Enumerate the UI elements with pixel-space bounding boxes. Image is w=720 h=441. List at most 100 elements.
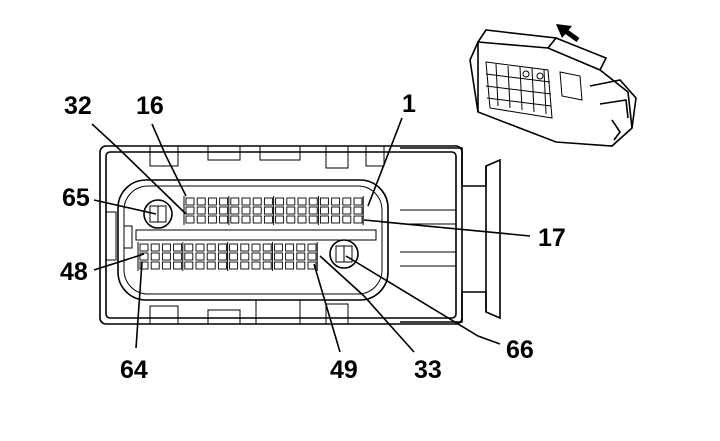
leader-1 (367, 117, 403, 207)
upper-pin-cavity (286, 215, 296, 224)
lower-pin-cavity (206, 243, 216, 252)
upper-pin-cavity (263, 197, 273, 206)
upper-pin-cavity (219, 197, 229, 206)
lower-pin-cavity (217, 252, 227, 261)
lower-pin-cavity (307, 261, 317, 270)
upper-pin-cavity (308, 206, 318, 215)
upper-pin-cavity (230, 206, 240, 215)
upper-pin-cavity (252, 197, 262, 206)
leader-49 (313, 263, 341, 353)
lower-pin-cavity (173, 243, 183, 252)
upper-pin-cavity (196, 206, 206, 215)
upper-pin-cavity (275, 215, 285, 224)
connector-face (99, 145, 501, 325)
upper-pin-cavity (241, 197, 251, 206)
lower-pin-cavity (195, 252, 205, 261)
pin-label-66: 66 (506, 336, 534, 364)
upper-pin-cavity (331, 206, 341, 215)
lower-pin-cavity (173, 252, 183, 261)
upper-pin-cavity (319, 197, 329, 206)
lower-pin-cavity (273, 243, 283, 252)
pin-label-17: 17 (538, 224, 566, 252)
lower-pin-cavity (251, 243, 261, 252)
leader-65 (93, 199, 157, 215)
upper-pin-cavity (319, 215, 329, 224)
lower-pin-cavity (195, 261, 205, 270)
upper-pin-cavity (308, 215, 318, 224)
upper-pin-cavity (241, 206, 251, 215)
lower-pin-cavity (150, 243, 160, 252)
lower-pin-cavity (240, 252, 250, 261)
lower-pin-cavity (217, 261, 227, 270)
lower-pin-cavity (251, 261, 261, 270)
upper-pin-cavity (241, 215, 251, 224)
leader-48 (93, 253, 145, 271)
lower-pin-cavity (161, 252, 171, 261)
lower-pin-cavity (229, 252, 239, 261)
lower-pin-rows (137, 242, 318, 271)
upper-pin-cavity (219, 206, 229, 215)
upper-pin-cavity (207, 206, 217, 215)
pin-label-49: 49 (330, 356, 358, 384)
upper-pin-cavity (196, 197, 206, 206)
upper-pin-cavity (342, 215, 352, 224)
upper-pin-cavity (230, 215, 240, 224)
leader-33 (319, 255, 415, 353)
lower-pin-cavity (262, 243, 272, 252)
lower-pin-cavity (139, 261, 149, 270)
upper-pin-cavity (319, 206, 329, 215)
upper-pin-cavity (286, 197, 296, 206)
upper-pin-cavity (263, 215, 273, 224)
lower-pin-cavity (296, 252, 306, 261)
upper-pin-cavity (353, 206, 363, 215)
connector-3d-inset (469, 29, 637, 147)
pin-label-33: 33 (414, 356, 442, 384)
upper-pin-cavity (207, 215, 217, 224)
leader-64 (135, 261, 143, 349)
upper-pin-cavity (275, 197, 285, 206)
upper-pin-cavity (297, 206, 307, 215)
lower-pin-cavity (285, 252, 295, 261)
lower-pin-cavity (139, 252, 149, 261)
pin-label-48: 48 (60, 258, 88, 286)
lower-pin-cavity (262, 261, 272, 270)
upper-pin-cavity (331, 215, 341, 224)
lower-pin-cavity (173, 261, 183, 270)
upper-pin-cavity (353, 215, 363, 224)
lower-pin-cavity (251, 252, 261, 261)
upper-pin-cavity (286, 206, 296, 215)
upper-pin-cavity (353, 197, 363, 206)
upper-pin-cavity (252, 206, 262, 215)
lower-pin-cavity (273, 261, 283, 270)
lower-pin-cavity (217, 243, 227, 252)
upper-pin-cavity (196, 215, 206, 224)
lower-pin-cavity (184, 252, 194, 261)
upper-pin-cavity (185, 215, 195, 224)
lower-pin-cavity (161, 243, 171, 252)
lower-pin-cavity (150, 252, 160, 261)
leader-32 (91, 123, 187, 215)
upper-pin-cavity (219, 215, 229, 224)
lower-pin-cavity (184, 261, 194, 270)
pin-label-16: 16 (136, 92, 164, 120)
upper-pin-cavity (230, 197, 240, 206)
lower-pin-cavity (184, 243, 194, 252)
upper-pin-cavity (185, 206, 195, 215)
lower-pin-cavity (206, 261, 216, 270)
lower-pin-cavity (206, 252, 216, 261)
leader-17 (363, 219, 531, 237)
leader-16 (151, 123, 187, 197)
upper-pin-cavity (342, 206, 352, 215)
leader-66 (345, 255, 501, 345)
upper-pin-cavity (207, 197, 217, 206)
lower-pin-cavity (296, 261, 306, 270)
lower-pin-cavity (307, 243, 317, 252)
arrow-up-left-icon (556, 24, 580, 43)
lower-pin-cavity (296, 243, 306, 252)
lower-pin-cavity (262, 252, 272, 261)
pin-label-65: 65 (62, 184, 90, 212)
upper-pin-cavity (308, 197, 318, 206)
upper-pin-cavity (342, 197, 352, 206)
lower-pin-cavity (229, 243, 239, 252)
leader-lines (91, 117, 531, 353)
